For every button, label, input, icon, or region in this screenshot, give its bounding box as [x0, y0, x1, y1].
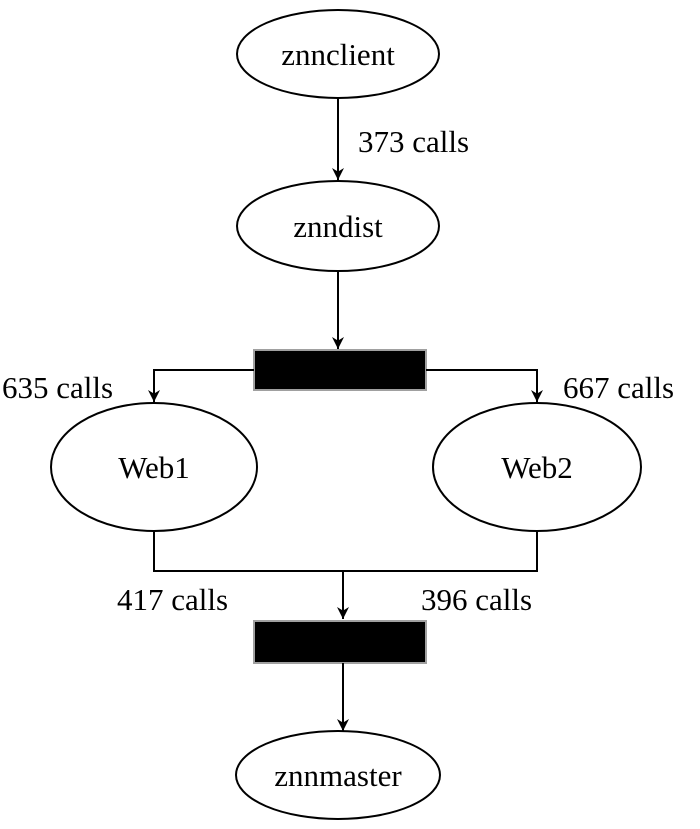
node-znnclient: znnclient — [236, 9, 440, 99]
node-web2-label: Web2 — [501, 450, 573, 485]
fork-bar — [253, 349, 427, 391]
edge-web2-to-join-label: 396 calls — [421, 582, 532, 617]
edge-client-to-dist-label: 373 calls — [358, 124, 469, 159]
node-znnclient-label: znnclient — [281, 37, 395, 72]
node-znndist: znndist — [236, 180, 440, 272]
node-znnmaster: znnmaster — [235, 730, 441, 820]
edge-fork-to-web1 — [148, 369, 254, 402]
node-web1-label: Web1 — [118, 450, 190, 485]
node-znnmaster-label: znnmaster — [274, 758, 402, 793]
edge-web2-to-join — [343, 531, 538, 572]
edge-fork-to-web1-label: 635 calls — [2, 370, 113, 405]
node-web2: Web2 — [432, 402, 642, 532]
edge-fork-to-web2 — [426, 369, 543, 402]
edge-fork-to-web2-label: 667 calls — [563, 370, 674, 405]
edge-web1-to-join — [153, 531, 343, 572]
node-znndist-label: znndist — [293, 209, 383, 244]
join-bar — [253, 620, 427, 664]
edge-web1-to-join-label: 417 calls — [117, 582, 228, 617]
node-znnmaster-shape — [235, 730, 441, 820]
node-web1: Web1 — [50, 402, 258, 532]
